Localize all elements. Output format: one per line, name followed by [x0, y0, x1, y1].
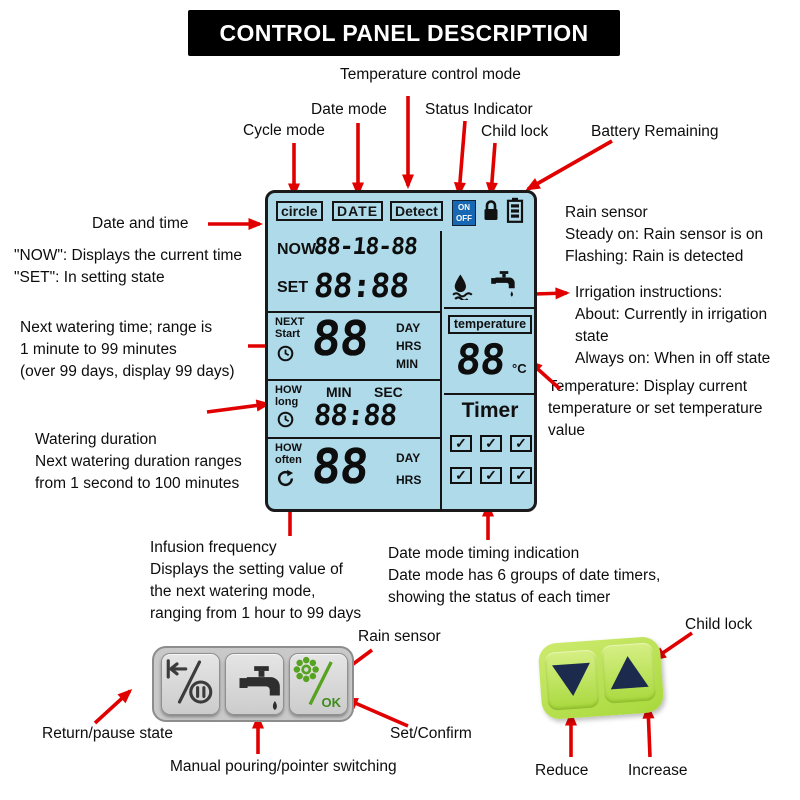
- how-often-unit-hrs: HRS: [396, 473, 422, 487]
- next-unit-min: MIN: [396, 357, 418, 371]
- annotation-reduce: Reduce: [535, 762, 589, 779]
- annotation-child-lock-top: Child lock: [481, 123, 549, 140]
- faucet-icon: [239, 666, 280, 711]
- how-often-unit-day: DAY: [396, 451, 421, 465]
- off-label: OFF: [456, 214, 472, 223]
- annotation-child-lock-button: Child lock: [685, 616, 753, 633]
- down-triangle-icon: [552, 662, 593, 698]
- next-label: NEXT: [275, 316, 305, 328]
- clock-icon: [277, 345, 294, 362]
- manual-watering-button[interactable]: [225, 653, 284, 715]
- now-label: NOW: [277, 241, 317, 258]
- temperature-value: 88: [453, 335, 507, 384]
- status-indicator-onoff: ON OFF: [452, 200, 476, 226]
- temperature-label: temperature: [448, 315, 532, 334]
- timer-checkbox-2: ✓: [480, 435, 502, 452]
- annotation-cycle-mode: Cycle mode: [243, 122, 325, 139]
- divider: [268, 311, 440, 313]
- how-often-label2: often: [275, 454, 302, 466]
- battery-icon: [506, 197, 524, 223]
- timer-checkbox-1: ✓: [450, 435, 472, 452]
- arrow-return-pause: [93, 688, 133, 725]
- timer-checkbox-5: ✓: [480, 467, 502, 484]
- repeat-icon: [277, 469, 294, 487]
- next-start-label: Start: [275, 328, 301, 340]
- divider: [444, 307, 537, 309]
- rain-sensor-icon: [452, 274, 473, 300]
- return-pause-button[interactable]: [161, 653, 220, 715]
- how-often-value: 88: [309, 439, 371, 495]
- annotation-date-mode: Date mode: [311, 101, 387, 118]
- arrow-battery: [525, 139, 613, 191]
- arrow-watering-duration: [206, 399, 271, 414]
- annotation-battery-remaining: Battery Remaining: [591, 123, 719, 140]
- annotation-date-mode-timing: Date mode timing indication Date mode ha…: [388, 545, 661, 606]
- rain-sensor-flower-icon: [293, 656, 333, 706]
- lcd-display: circle DATE Detect ON OFF NOW 88-18-88 S…: [265, 190, 537, 512]
- annotation-temperature-control-mode: Temperature control mode: [340, 66, 521, 83]
- sec-label: SEC: [374, 384, 403, 400]
- arrow-increase: [642, 704, 655, 758]
- arrow-set-confirm: [343, 697, 409, 728]
- annotation-rain-sensor-button: Rain sensor: [358, 628, 441, 645]
- return-pause-icon: [166, 659, 213, 704]
- annotation-increase: Increase: [628, 762, 688, 779]
- annotation-date-and-time: Date and time: [92, 215, 189, 232]
- child-lock-icon: [484, 200, 498, 220]
- annotation-set-confirm: Set/Confirm: [390, 725, 472, 742]
- temperature-unit: °C: [512, 361, 527, 376]
- adjust-key-panel: [537, 635, 665, 721]
- arrow-irrigation: [533, 287, 570, 300]
- how-often-label: HOW: [275, 442, 302, 454]
- timer-checkbox-3: ✓: [510, 435, 532, 452]
- up-triangle-icon: [608, 654, 649, 690]
- mode-date: DATE: [332, 201, 384, 221]
- on-label: ON: [458, 203, 470, 212]
- annotation-manual-pouring: Manual pouring/pointer switching: [170, 758, 397, 775]
- annotation-infusion-frequency: Infusion frequency Displays the setting …: [150, 539, 362, 622]
- set-confirm-button[interactable]: OK: [289, 653, 348, 715]
- button-panel: OK: [152, 646, 354, 722]
- annotation-return-pause: Return/pause state: [42, 725, 173, 742]
- now-value: 88-18-88: [312, 234, 418, 260]
- annotation-next-watering: Next watering time; range is 1 minute to…: [20, 319, 235, 380]
- annotation-rain-sensor: Rain sensor Steady on: Rain sensor is on…: [565, 204, 764, 265]
- faucet-icon: [491, 271, 515, 297]
- annotation-irrigation: Irrigation instructions: About: Currentl…: [575, 284, 771, 367]
- mode-detect: Detect: [390, 201, 443, 221]
- reduce-key[interactable]: [544, 649, 601, 711]
- timer-checkbox-4: ✓: [450, 467, 472, 484]
- arrow-child-lock-top: [485, 142, 498, 197]
- how-long-label: HOW: [275, 384, 302, 396]
- set-value: 88:88: [312, 266, 411, 305]
- annotation-watering-duration: Watering duration Next watering duration…: [35, 431, 242, 492]
- divider: [268, 379, 440, 381]
- next-unit-hrs: HRS: [396, 339, 422, 353]
- how-long-value: 88:88: [312, 398, 398, 432]
- timer-checkbox-6: ✓: [510, 467, 532, 484]
- annotation-now-set: "NOW": Displays the current time "SET": …: [14, 247, 243, 286]
- timer-label: Timer: [461, 399, 519, 422]
- mode-circle: circle: [276, 201, 323, 221]
- min-label: MIN: [326, 384, 352, 400]
- increase-key[interactable]: [600, 642, 657, 704]
- annotation-temperature-note: Temperature: Display current temperature…: [548, 378, 763, 439]
- next-unit-day: DAY: [396, 321, 421, 335]
- clock-icon: [277, 411, 294, 428]
- arrow-status-indicator: [453, 120, 467, 197]
- divider: [444, 393, 537, 395]
- ok-label: OK: [321, 695, 342, 710]
- divider: [440, 231, 442, 511]
- divider: [268, 437, 440, 439]
- set-label: SET: [277, 279, 309, 296]
- next-value: 88: [309, 311, 371, 367]
- page-title: CONTROL PANEL DESCRIPTION: [188, 10, 620, 56]
- annotation-status-indicator: Status Indicator: [425, 101, 533, 118]
- how-long-label2: long: [275, 396, 299, 408]
